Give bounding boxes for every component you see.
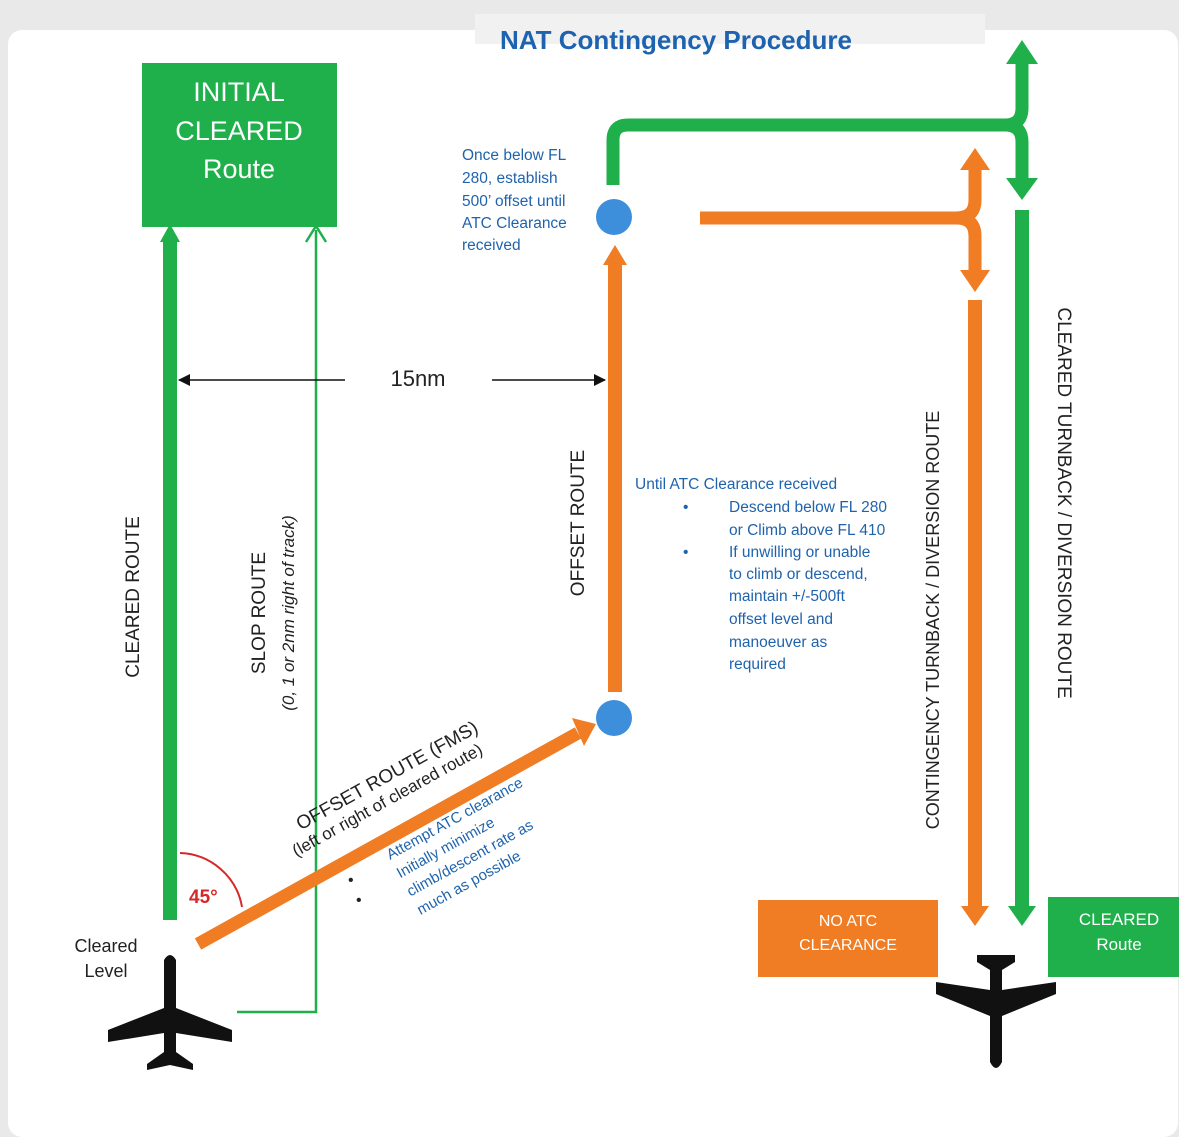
airplane-icon-left bbox=[108, 955, 232, 1070]
waypoint-dot-bottom bbox=[596, 700, 632, 736]
cleared-turnback-label: CLEARED TURNBACK / DIVERSION ROUTE bbox=[1053, 307, 1074, 698]
angle-label: 45° bbox=[189, 887, 218, 908]
offset-route-fms-line bbox=[194, 727, 582, 950]
airplane-icon-right bbox=[936, 955, 1056, 1068]
card-background bbox=[8, 30, 1178, 1137]
angle-arc bbox=[179, 852, 243, 908]
offset-route-line bbox=[608, 262, 622, 692]
cleared-route-line bbox=[163, 236, 177, 920]
green-down-arrowhead bbox=[1006, 178, 1038, 200]
cleared-turnback-line bbox=[1015, 210, 1029, 906]
initial-box-line1: INITIAL bbox=[193, 77, 285, 107]
attempt-bullet-1: • bbox=[348, 872, 354, 889]
contingency-route-line bbox=[968, 300, 982, 906]
orange-down-branch bbox=[955, 211, 982, 270]
cleared-level-line1: Cleared bbox=[74, 936, 137, 956]
initial-cleared-route-box bbox=[142, 63, 337, 227]
no-atc-line2: CLEARANCE bbox=[799, 937, 897, 954]
offset-route-fms-arrowhead bbox=[572, 718, 596, 746]
cleared-route-arrowhead bbox=[160, 224, 180, 242]
slop-route-line bbox=[237, 230, 318, 1014]
until-atc-note: Until ATC Clearance received • Descend b… bbox=[635, 476, 887, 673]
below-fl280-note: Once below FL 280, establish 500’ offset… bbox=[462, 147, 567, 254]
title-band bbox=[475, 14, 985, 44]
orange-down-arrowhead bbox=[960, 270, 990, 292]
green-down-branch bbox=[1004, 118, 1029, 180]
cleared-route-box-line2: Route bbox=[1096, 935, 1141, 954]
until-atc-b2-line-3: maintain +/-500ft bbox=[729, 588, 846, 605]
offset-route-arrowhead bbox=[603, 245, 627, 265]
until-atc-b1-line-2: or Climb above FL 410 bbox=[729, 522, 886, 539]
slop-route-label: SLOP ROUTE bbox=[249, 552, 270, 674]
no-atc-line1: NO ATC bbox=[819, 913, 877, 930]
until-atc-b1-line-1: Descend below FL 280 bbox=[729, 499, 887, 516]
attempt-bullet-2: • bbox=[356, 892, 362, 909]
until-atc-b2-line-1: If unwilling or unable bbox=[729, 544, 870, 561]
until-atc-bullet-2: • bbox=[683, 544, 688, 561]
below-fl280-line-4: ATC Clearance bbox=[462, 215, 567, 232]
orange-up-arrowhead bbox=[960, 148, 990, 170]
cleared-route-box bbox=[1048, 897, 1179, 977]
slop-route-sublabel: (0, 1 or 2nm right of track) bbox=[279, 515, 298, 711]
initial-box-line3: Route bbox=[203, 154, 275, 184]
until-atc-bullet-1: • bbox=[683, 499, 688, 516]
until-atc-heading: Until ATC Clearance received bbox=[635, 476, 837, 493]
green-up-arrowhead bbox=[1006, 40, 1038, 64]
below-fl280-line-2: 280, establish bbox=[462, 170, 558, 187]
slop-route-arrowhead bbox=[304, 223, 328, 243]
contingency-route-label: CONTINGENCY TURNBACK / DIVERSION ROUTE bbox=[923, 411, 943, 829]
cleared-route-label: CLEARED ROUTE bbox=[123, 516, 144, 678]
until-atc-b2-line-4: offset level and bbox=[729, 611, 833, 628]
until-atc-b2-line-5: manoeuver as bbox=[729, 634, 827, 651]
until-atc-b2-line-6: required bbox=[729, 656, 786, 673]
cleared-turnback-arrowhead bbox=[1008, 906, 1036, 926]
no-atc-clearance-box bbox=[758, 900, 938, 977]
cleared-route-box-line1: CLEARED bbox=[1079, 910, 1159, 929]
below-fl280-line-1: Once below FL bbox=[462, 147, 567, 164]
until-atc-b2-line-2: to climb or descend, bbox=[729, 566, 868, 583]
below-fl280-line-5: received bbox=[462, 237, 521, 254]
waypoint-dot-top bbox=[596, 199, 632, 235]
cleared-level-line2: Level bbox=[84, 961, 127, 981]
green-turnback-path bbox=[606, 60, 1029, 185]
distance-label: 15nm bbox=[390, 366, 445, 391]
page-title: NAT Contingency Procedure bbox=[500, 25, 852, 55]
offset-route-label: OFFSET ROUTE bbox=[568, 450, 589, 596]
below-fl280-line-3: 500’ offset until bbox=[462, 193, 565, 210]
initial-box-line2: CLEARED bbox=[175, 116, 303, 146]
contingency-route-arrowhead bbox=[961, 906, 989, 926]
